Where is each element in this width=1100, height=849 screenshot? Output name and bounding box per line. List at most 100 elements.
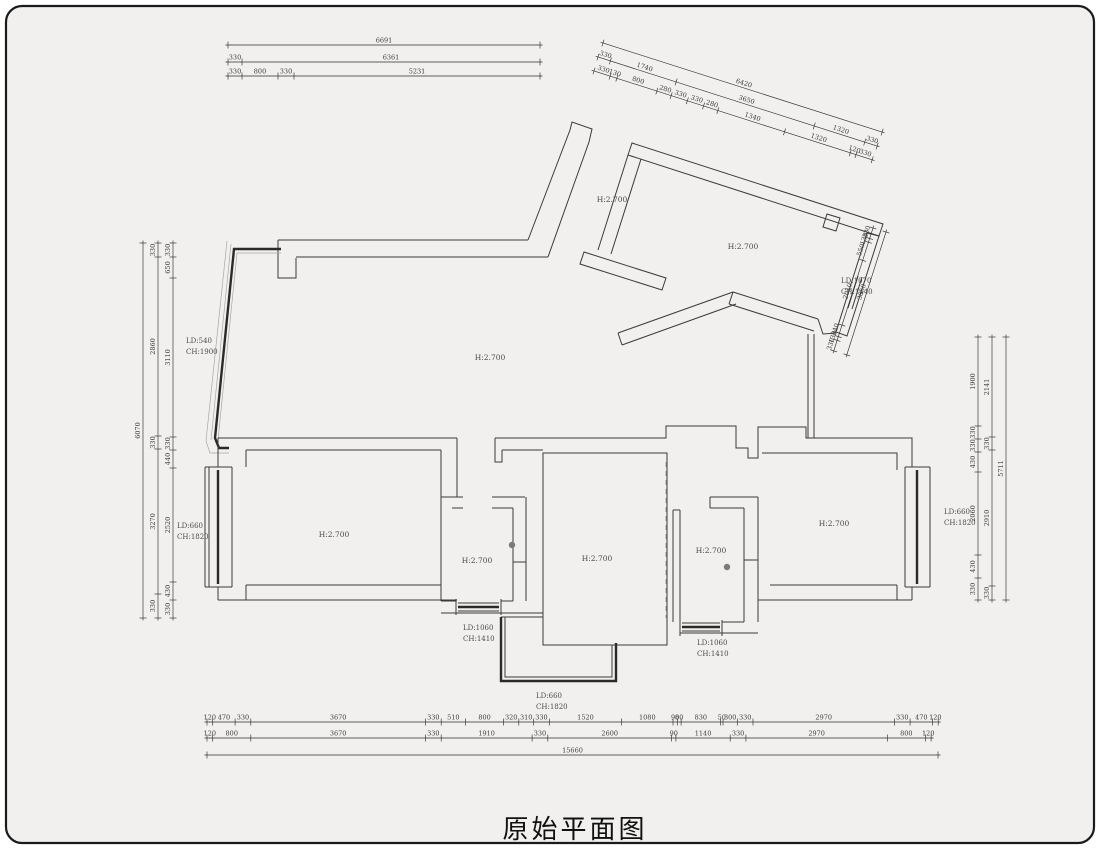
- dim-label: 340: [830, 322, 841, 336]
- wall-room-a: [204, 438, 458, 601]
- dim-label: 2060: [969, 505, 977, 522]
- dim-label: 330: [280, 68, 292, 76]
- dim-line: [608, 72, 612, 80]
- window-left-slant: [213, 247, 281, 450]
- dim-line: [869, 226, 877, 230]
- dim-label: 330: [825, 337, 836, 351]
- dim-label: 330: [598, 49, 612, 60]
- dim-label: 330: [427, 714, 439, 722]
- dim-line: [596, 53, 600, 61]
- dim-label: 510: [447, 714, 459, 722]
- dim-line: [601, 39, 605, 47]
- dim-right-total: 5711: [997, 334, 1010, 603]
- opening-label-ld: LD:660: [536, 692, 562, 700]
- dim-label: 1520: [577, 714, 594, 722]
- dim-left-total: 6070: [134, 240, 147, 621]
- dim-label: 2141: [983, 379, 991, 396]
- dim-label: 1140: [695, 730, 712, 738]
- dim-label: 470: [915, 714, 927, 722]
- room-label: H:2.700: [462, 556, 493, 565]
- dim-label: 430: [164, 585, 172, 597]
- dim-label: 6361: [383, 54, 400, 62]
- wall-rotated-stub: [579, 251, 667, 291]
- wall-rotated-bottom: [728, 291, 837, 335]
- dim-label: 120: [922, 730, 934, 738]
- wall-top-corridor: [277, 239, 548, 279]
- dim-label: 330: [969, 583, 977, 595]
- dim-line: [716, 107, 720, 114]
- dim-label: 300: [724, 714, 736, 722]
- room-label: H:2.700: [475, 353, 506, 362]
- dim-label: 2520: [164, 517, 172, 534]
- dim-label: 6070: [134, 422, 142, 439]
- wall-balcony: [499, 617, 618, 683]
- dim-label: 330: [896, 714, 908, 722]
- dim-line: [592, 67, 596, 75]
- dim-label: 330: [858, 147, 872, 158]
- dim-line: [845, 229, 888, 358]
- opening-label-ld: LD:1070: [841, 277, 871, 285]
- opening-labels: LD:540 CH:1900 LD:1070 CH:1440 LD:660 CH…: [177, 277, 976, 711]
- dim-label: 800: [900, 730, 912, 738]
- dim-label: 430: [969, 456, 977, 468]
- dim-label: 330: [149, 600, 157, 612]
- dim-label: 330: [983, 587, 991, 599]
- dim-line: [834, 335, 842, 338]
- dim-label: 90: [670, 730, 678, 738]
- dim-label: 130: [608, 67, 622, 78]
- dim-line: [591, 69, 875, 161]
- wall-rotated-notch: [822, 213, 841, 232]
- dim-label: 15660: [562, 747, 583, 755]
- opening-label-ch: CH:1440: [841, 288, 873, 296]
- dim-label: 800: [631, 75, 645, 86]
- dim-line: [655, 87, 659, 95]
- dim-label: 330: [164, 244, 172, 256]
- dim-label: 130: [859, 232, 870, 246]
- dim-label: 330: [673, 88, 687, 99]
- dim-line: [674, 78, 678, 86]
- column-dot-2: [723, 563, 731, 571]
- dim-line: [830, 349, 838, 353]
- dim-label: 120: [204, 714, 216, 722]
- room-label: H:2.700: [696, 546, 727, 555]
- dim-label: 330: [865, 134, 879, 145]
- dim-label: 2970: [808, 730, 825, 738]
- opening-label-ch: CH:1900: [186, 348, 218, 356]
- dim-label: 330: [149, 244, 157, 256]
- dim-label: 120: [929, 714, 941, 722]
- drawing-title: 原始平面图: [502, 815, 647, 844]
- dim-label: 2970: [815, 714, 832, 722]
- dim-label: 6691: [376, 37, 393, 45]
- dim-label: 330: [535, 714, 547, 722]
- dim-top-total: 6691: [225, 37, 543, 49]
- dim-line: [783, 128, 786, 136]
- dim-label: 1910: [478, 730, 495, 738]
- dim-line: [832, 225, 875, 354]
- dim-label: 330: [229, 68, 241, 76]
- dim-line: [870, 156, 874, 164]
- dim-line: [882, 230, 890, 234]
- dim-line: [812, 122, 816, 130]
- opening-label-ch: CH:1820: [536, 703, 568, 711]
- opening-label-ch: CH:1410: [697, 650, 729, 658]
- wall-chamfer: [617, 291, 737, 346]
- dim-line: [595, 55, 880, 148]
- dim-label: 130: [827, 330, 838, 344]
- dim-label: 650: [164, 261, 172, 273]
- dim-line: [609, 57, 612, 65]
- opening-label-ld: LD:660: [177, 522, 203, 530]
- dim-label: 1080: [639, 714, 656, 722]
- room-height-labels: H:2.700 H:2.700 H:2.700 H:2.700 H:2.700 …: [319, 195, 850, 565]
- wall-connector: [807, 334, 815, 438]
- wall-small-room-2: [679, 496, 759, 636]
- dim-label: 330: [229, 54, 241, 62]
- dim-label: 800: [226, 730, 238, 738]
